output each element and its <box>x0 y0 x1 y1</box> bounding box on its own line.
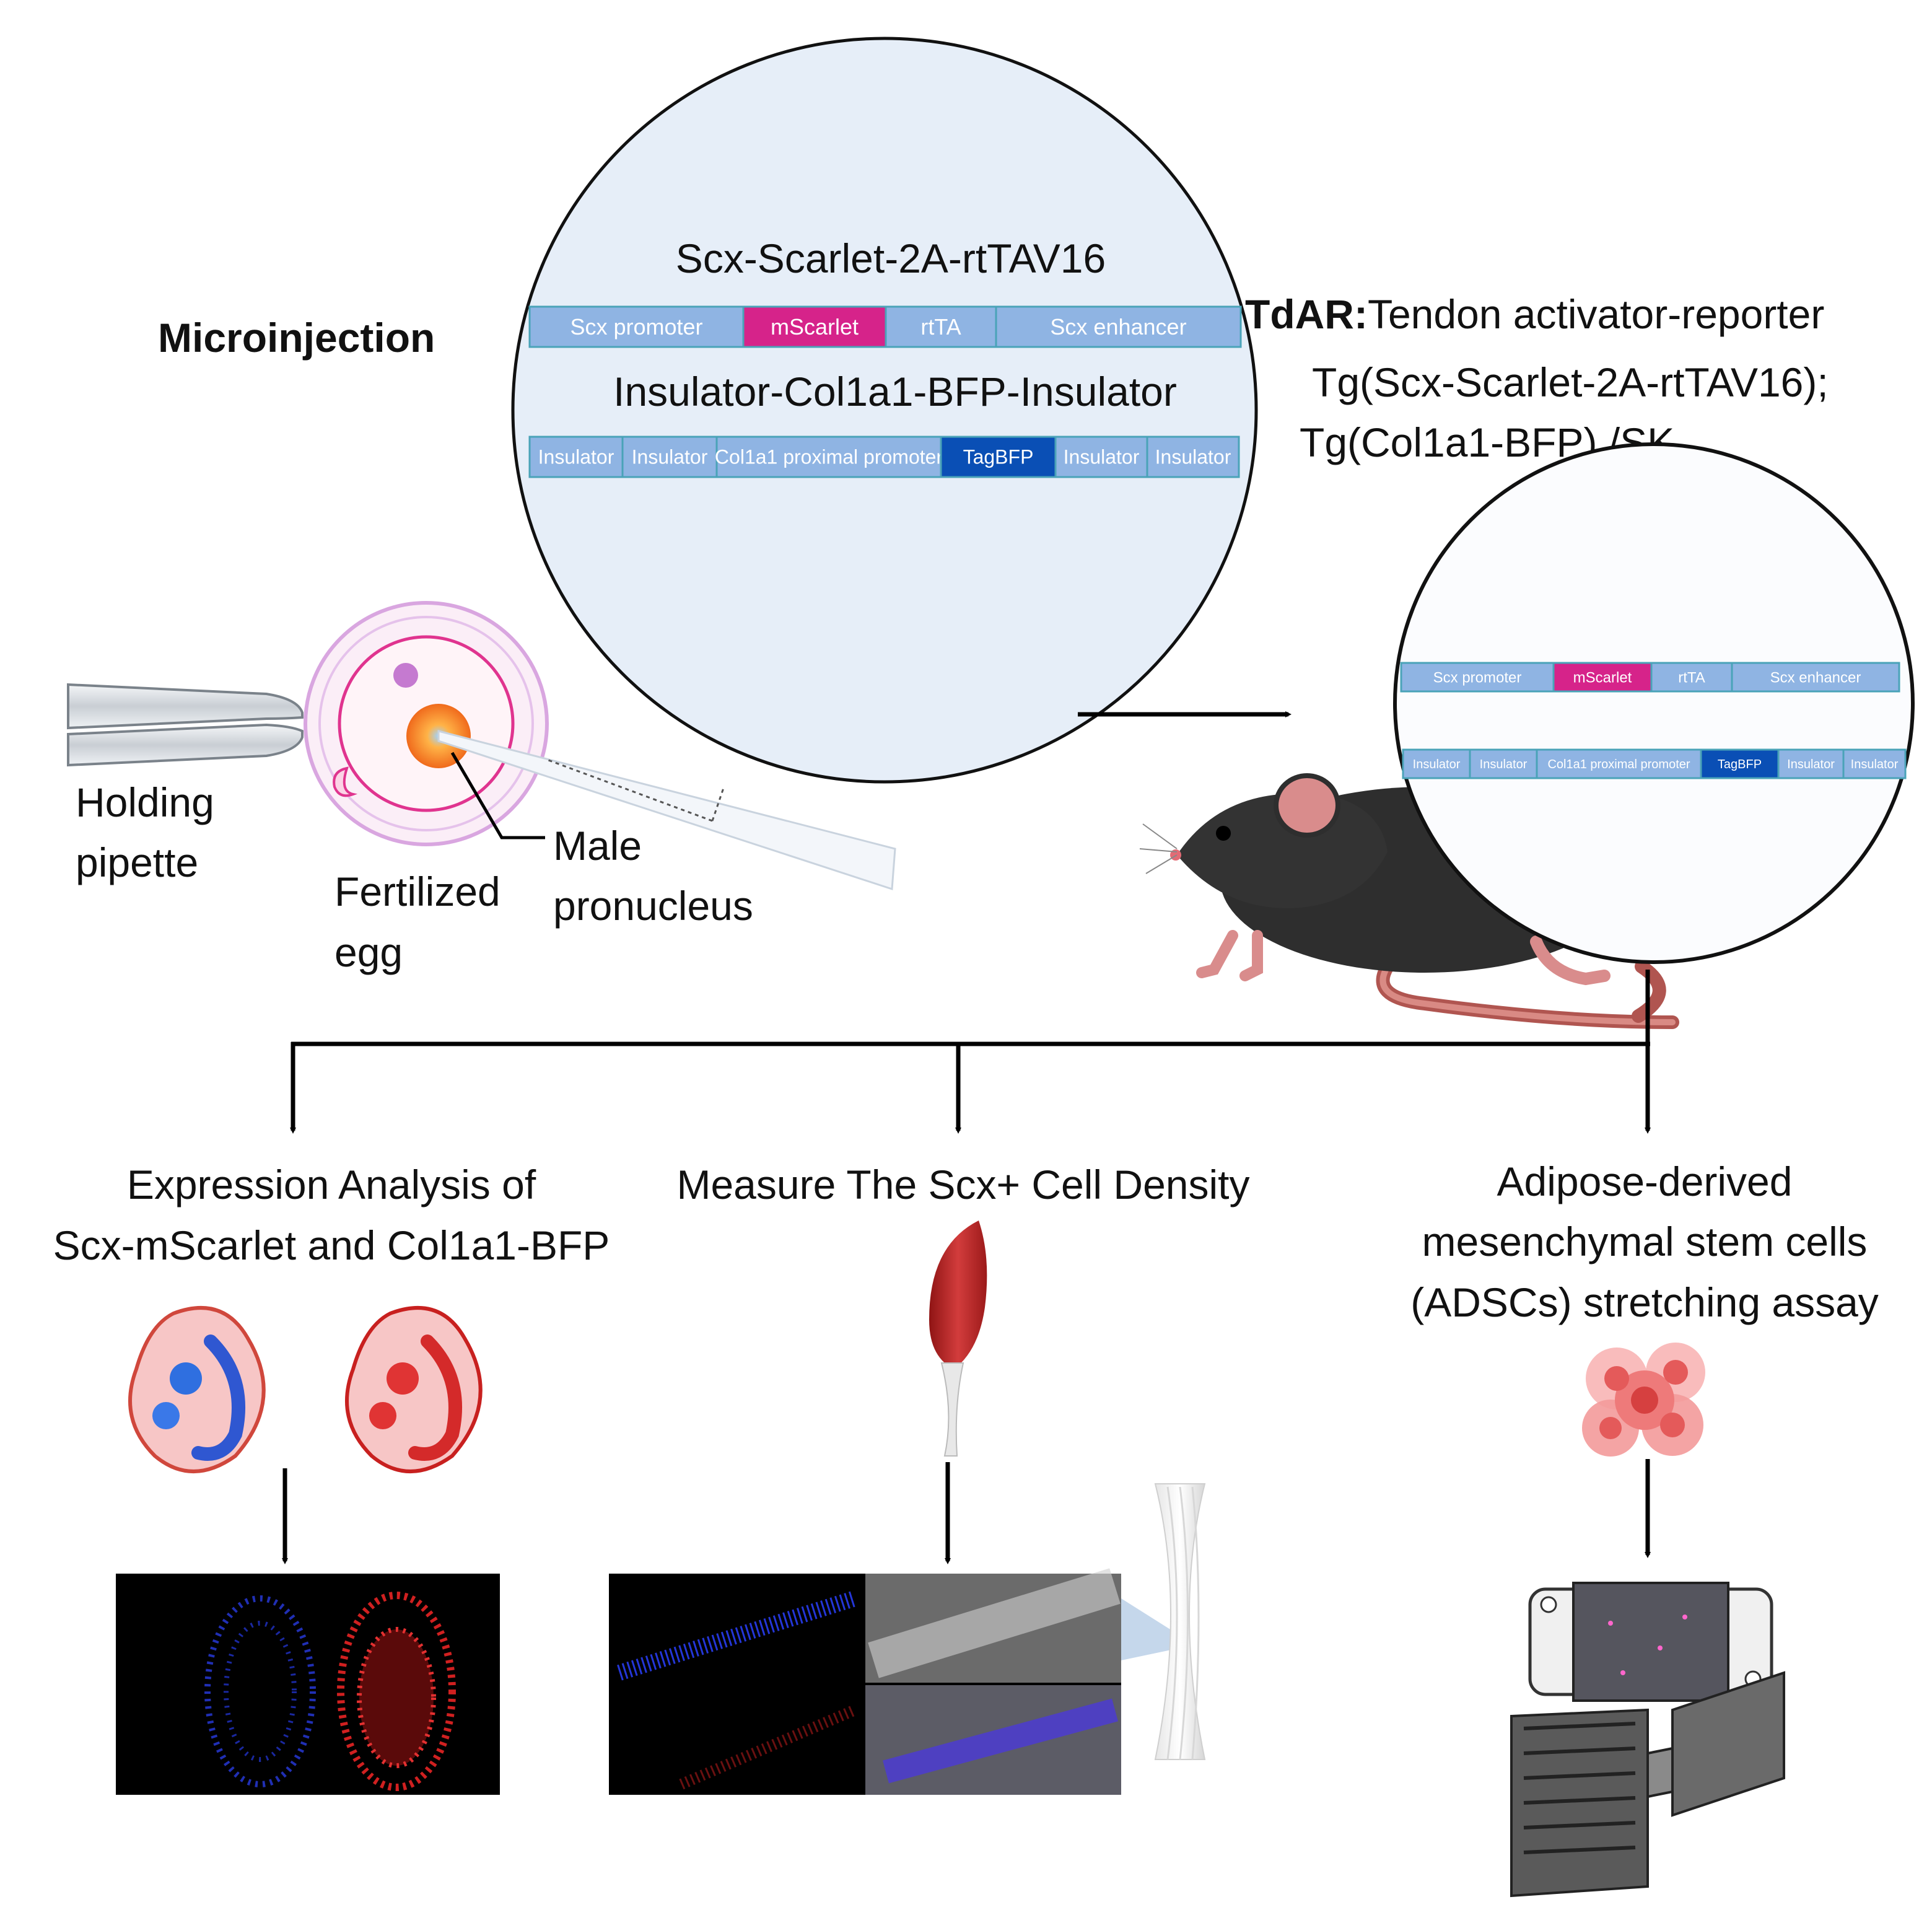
tendon-section-images <box>609 1568 1121 1795</box>
construct2-segment-label: Insulator <box>632 446 708 468</box>
construct2-segment-label: Col1a1 proximal promoter <box>715 446 943 468</box>
construct2-small-segment-label: Insulator <box>1480 758 1528 771</box>
branch-arrows <box>290 970 1651 1134</box>
stretching-device <box>1510 1582 1785 1898</box>
construct1-segment <box>885 305 997 348</box>
microinjection-label: Microinjection <box>158 315 435 361</box>
construct1-small-segment <box>1731 662 1900 693</box>
construct2-segment <box>940 436 1057 478</box>
construct2-small-segment-label: Insulator <box>1851 758 1899 771</box>
pronucleus-pointer <box>450 752 545 839</box>
tg-line-1: Tg(Scx-Scarlet-2A-rtTAV16); <box>1312 359 1829 405</box>
construct2-map-small: Insulator Insulator Col1a1 proximal promot… <box>1402 748 1907 779</box>
construct1-small-segment <box>1400 662 1555 693</box>
construct2-small-segment <box>1700 748 1780 779</box>
embryo-fluorescence-image <box>116 1574 500 1795</box>
tdar-rest: Tendon activator-reporter <box>1368 291 1824 337</box>
tendon-fiber-bundle <box>1154 1483 1206 1760</box>
construct1-segment-label: Scx enhancer <box>1050 314 1186 340</box>
tdar-bold: TdAR: <box>1245 291 1368 337</box>
construct2-small-segment-label: TagBFP <box>1718 758 1762 771</box>
construct1-small-segment-label: Scx promoter <box>1433 669 1522 686</box>
male-pronucleus-label: Male <box>553 823 642 869</box>
tdar-title: TdAR:Tendon activator-reporter <box>1245 291 1824 337</box>
embryo-mscarlet <box>345 1306 483 1473</box>
branch1-title-1: Expression Analysis of <box>127 1162 536 1207</box>
injection-needle <box>437 730 896 891</box>
branch2-title: Measure The Scx+ Cell Density <box>677 1162 1250 1207</box>
construct1-small-segment-label: Scx enhancer <box>1770 669 1861 686</box>
zoom-line-2 <box>711 787 725 822</box>
construct2-map: Insulator Insulator Col1a1 proximal promot… <box>528 436 1240 478</box>
construct-zoom-circle <box>511 37 1258 784</box>
zoom-wedge <box>1121 1598 1180 1660</box>
branch3-title-3: (ADSCs) stretching assay <box>1410 1279 1879 1325</box>
construct2-title: Insulator-Col1a1-BFP-Insulator <box>613 369 1177 414</box>
tendon-muscle-icon <box>929 1220 987 1457</box>
holding-pipette-label: Holding <box>76 779 214 825</box>
construct1-segment-label: rtTA <box>920 314 961 340</box>
embryo-bfp <box>128 1306 266 1473</box>
fertilized-egg <box>304 601 549 846</box>
construct1-title: Scx-Scarlet-2A-rtTAV16 <box>676 235 1106 281</box>
branch1-title-2: Scx-mScarlet and Col1a1-BFP <box>53 1222 610 1268</box>
construct2-segment <box>1146 436 1240 478</box>
adsc-cell-cluster <box>1582 1343 1705 1457</box>
construct2-segment-label: Insulator <box>1155 446 1231 468</box>
construct1-segment <box>995 305 1242 348</box>
fertilized-egg-label-2: egg <box>334 929 403 975</box>
holding-pipette-label-2: pipette <box>76 839 198 885</box>
holding-pipette <box>67 683 304 767</box>
construct1-small-segment <box>1552 662 1653 693</box>
branch3-title-2: mesenchymal stem cells <box>1422 1219 1868 1264</box>
construct2-segment <box>621 436 718 478</box>
construct2-segment <box>528 436 624 478</box>
construct2-segment-label: Insulator <box>538 446 614 468</box>
fertilized-egg-label: Fertilized <box>334 869 500 914</box>
construct2-small-segment-label: Col1a1 proximal promoter <box>1547 758 1690 771</box>
male-pronucleus-label-2: pronucleus <box>553 883 753 929</box>
construct2-segment-label: TagBFP <box>963 446 1034 468</box>
construct1-segment-label: Scx promoter <box>570 314 702 340</box>
branch3-title-1: Adipose-derived <box>1497 1159 1793 1204</box>
construct1-map: Scx promoter mScarlet rtTA Scx enhancer <box>528 305 1242 348</box>
construct1-segment-label: mScarlet <box>771 314 859 340</box>
construct1-map-small: Scx promoter mScarlet rtTA Scx enhancer <box>1400 662 1900 693</box>
construct1-small-segment-label: mScarlet <box>1573 669 1632 686</box>
construct2-small-segment-label: Insulator <box>1787 758 1835 771</box>
construct1-small-segment-label: rtTA <box>1678 669 1705 686</box>
construct2-segment-label: Insulator <box>1064 446 1140 468</box>
construct2-small-segment <box>1842 748 1907 779</box>
construct1-segment <box>528 305 745 348</box>
construct2-small-segment-label: Insulator <box>1413 758 1461 771</box>
transgene-circle <box>1393 442 1915 964</box>
